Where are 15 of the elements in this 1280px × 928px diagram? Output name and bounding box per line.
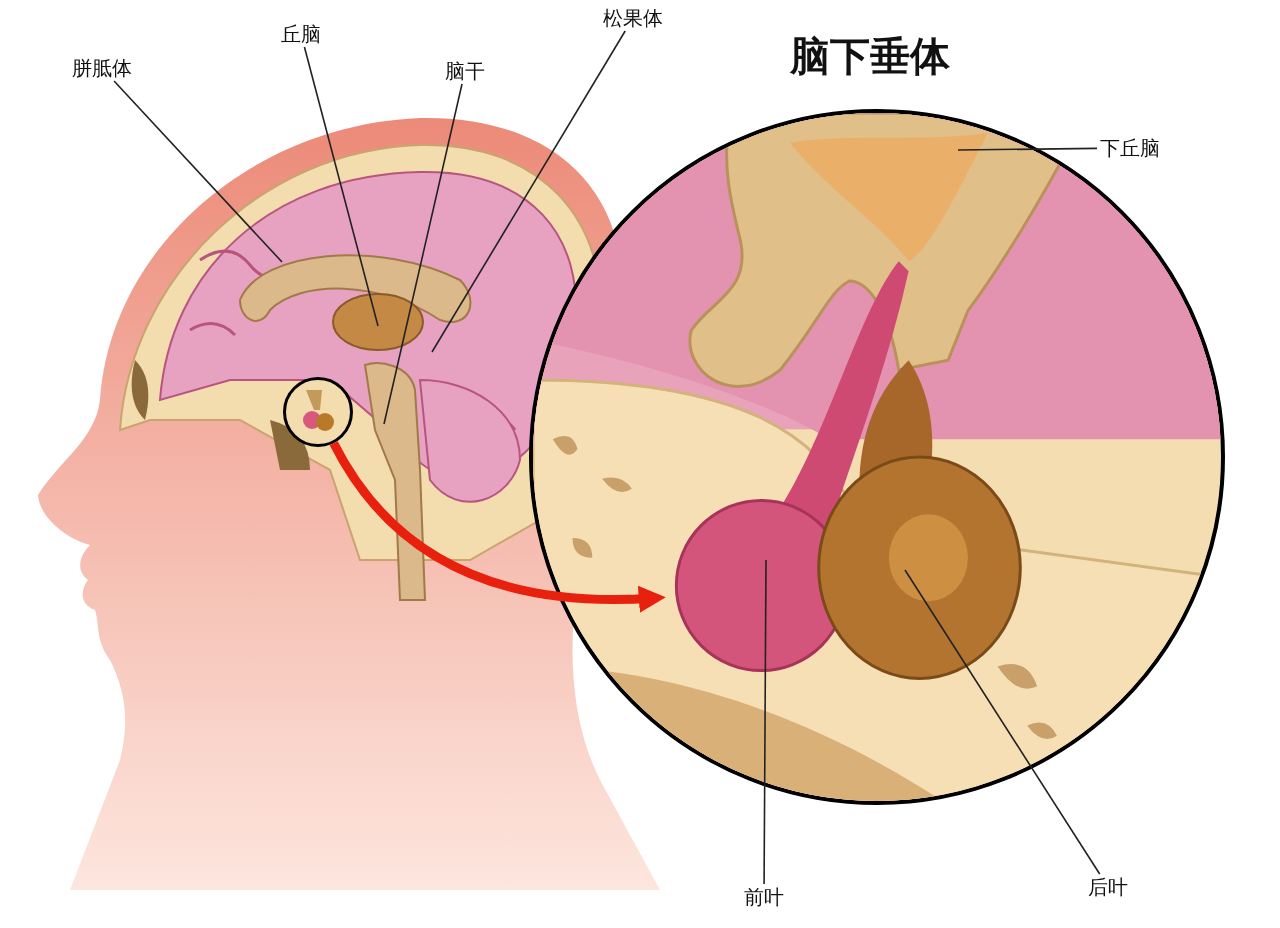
part-label: 后叶 [1088,877,1128,897]
arrow [329,441,666,613]
leader-line [431,30,626,353]
leader-line [383,83,463,425]
leader-line [113,80,283,263]
title: 脑下垂体 [790,36,950,76]
part-label: 丘脑 [281,24,321,44]
part-label: 胼胝体 [72,58,132,78]
part-label: 松果体 [603,8,663,28]
leader-line [904,569,1101,875]
leader-line [303,46,379,327]
leader-line [957,147,1098,151]
part-label: 脑干 [445,61,485,81]
leader-line [763,559,767,885]
part-label: 前叶 [744,887,784,907]
